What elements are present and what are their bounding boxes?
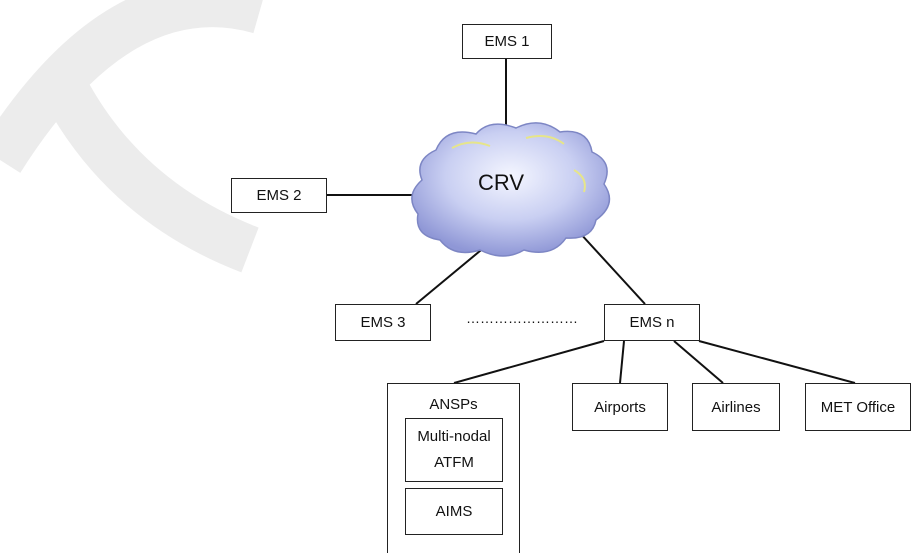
ansps-title: ANSPs (429, 396, 478, 413)
link-emsn-ansps (453, 340, 605, 384)
ems-2-node: EMS 2 (231, 178, 327, 213)
airports-node: Airports (572, 383, 668, 431)
met-office-node: MET Office (805, 383, 911, 431)
cloud-icon (411, 122, 611, 257)
cloud-shape (411, 122, 611, 257)
link-emsn-airlines (673, 340, 724, 384)
multi-nodal-atfm-box: Multi-nodal ATFM (405, 418, 503, 482)
ems-n-node: EMS n (604, 304, 700, 341)
watermark-arc (0, 0, 263, 273)
ems-1-node: EMS 1 (462, 24, 552, 59)
cloud-highlight (451, 135, 586, 193)
airlines-node: Airlines (692, 383, 780, 431)
multi-nodal-label: Multi-nodal (417, 428, 491, 445)
ellipsis-separator: …………………… (466, 310, 578, 326)
watermark-arc-leg (38, 69, 259, 273)
link-emsn-met-office (698, 340, 856, 384)
watermark-arc-top (0, 0, 263, 173)
crv-label: CRV (478, 170, 525, 195)
ems-3-node: EMS 3 (335, 304, 431, 341)
link-emsn-airports (619, 340, 625, 384)
ansps-group: ANSPs Multi-nodal ATFM AIMS (387, 383, 520, 553)
atfm-label: ATFM (434, 454, 474, 471)
aims-box: AIMS (405, 488, 503, 535)
